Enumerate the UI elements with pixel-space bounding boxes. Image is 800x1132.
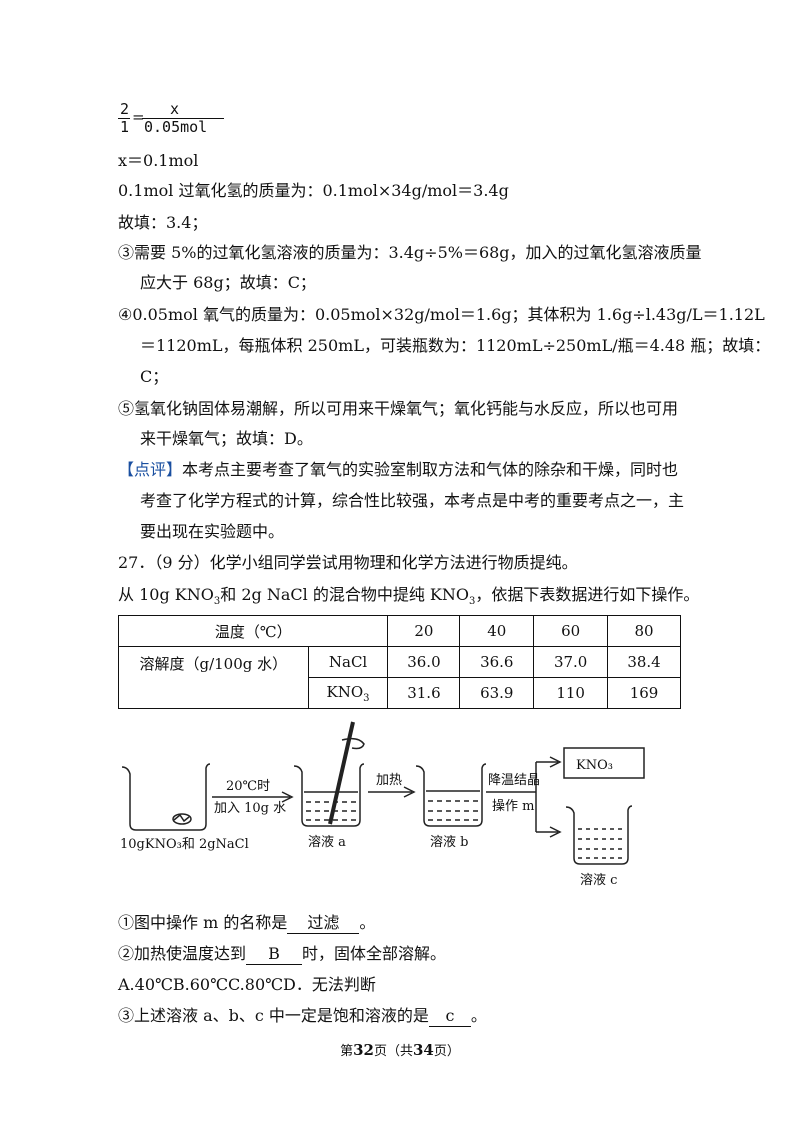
- table-cell: 38.4: [607, 646, 681, 678]
- answer-blank-1: 过滤: [287, 913, 360, 934]
- table-cell: 169: [607, 677, 681, 709]
- label-solution-a: 溶液 a: [308, 835, 346, 850]
- fraction-equals: =: [132, 108, 145, 126]
- table-cell: 31.6: [387, 677, 461, 709]
- stir-arrow: [341, 737, 365, 750]
- page-footer: 第32页（共34页）: [340, 1041, 460, 1059]
- table-row: KNO3 31.6 63.9 110 169: [119, 677, 681, 709]
- table-cell: NaCl: [307, 646, 389, 678]
- solubility-table: 温度（℃） 20 40 60 80 溶解度（g/100g 水） NaCl 36.…: [117, 615, 681, 709]
- comment-line: 要出现在实验题中。: [140, 522, 285, 541]
- table-cell: 80: [607, 615, 681, 647]
- comment-tag: 【点评】: [118, 460, 183, 479]
- text-line: x＝0.1mol: [118, 151, 199, 170]
- fraction-equation: 2 1 = x 0.05mol: [118, 100, 238, 136]
- table-cell: 36.6: [459, 646, 535, 678]
- label-solution-b: 溶液 b: [430, 835, 468, 850]
- question-title: 27．（9 分）化学小组同学尝试用物理和化学方法进行物质提纯。: [118, 553, 578, 572]
- page-number: 32: [353, 1041, 374, 1059]
- fraction-bar-2: [142, 118, 224, 119]
- label-step3-top: 降温结晶: [488, 773, 540, 788]
- text-line: 来干燥氧气；故填：D。: [140, 429, 313, 448]
- table-row: 溶解度（g/100g 水） NaCl 36.0 36.6 37.0 38.4: [118, 646, 681, 709]
- label-step1-top: 20℃时: [226, 779, 270, 794]
- comment-text: 本考点主要考查了氧气的实验室制取方法和气体的除杂和干燥，同时也: [182, 460, 679, 479]
- text-line: ④0.05mol 氧气的质量为：0.05mol×32g/mol＝1.6g；其体积…: [118, 305, 765, 324]
- solid-crystals: [172, 813, 192, 825]
- table-row: 温度（℃） 20 40 60 80: [117, 615, 681, 647]
- text-line: ⑤氢氧化钠固体易潮解，所以可用来干燥氧气；氧化钙能与水反应，所以也可用: [118, 399, 679, 418]
- arrow-step1-head: [281, 791, 294, 803]
- page-total: 34: [413, 1041, 434, 1059]
- comment-line: 考查了化学方程式的计算，综合性比较强，本考点是中考的重要考点之一，主: [140, 491, 685, 510]
- answer-blank-3: c: [428, 1006, 471, 1027]
- arrow-heat-head: [403, 786, 416, 798]
- beaker-solution-a: [293, 721, 365, 827]
- table-header-solubility: 溶解度（g/100g 水）: [118, 646, 309, 709]
- text-line: ＝1120mL，每瓶体积 250mL，可装瓶数为：1120mL÷250mL/瓶＝…: [140, 336, 771, 355]
- text-line: 0.1mol 过氧化氢的质量为：0.1mol×34g/mol＝3.4g: [118, 181, 509, 200]
- fraction-denominator-2: 0.05mol: [144, 118, 208, 136]
- solid-crystals-texture: [173, 813, 190, 823]
- table-cell: 60: [533, 615, 609, 647]
- product-box: [563, 747, 645, 779]
- label-mixture: 10gKNO₃和 2gNaCl: [120, 837, 249, 852]
- table-cell: 20: [387, 615, 461, 647]
- label-heat: 加热: [376, 773, 402, 788]
- question-intro: 从 10g KNO3和 2g NaCl 的混合物中提纯 KNO3，依据下表数据进…: [118, 585, 700, 608]
- beaker-solution-b: [415, 763, 487, 827]
- text-line: ③需要 5%的过氧化氢溶液的质量为：3.4g÷5%＝68g，加入的过氧化氢溶液质…: [118, 243, 702, 262]
- comment-line: 【点评】本考点主要考查了氧气的实验室制取方法和气体的除杂和干燥，同时也: [118, 460, 678, 480]
- table-header-temp: 温度（℃）: [117, 615, 389, 647]
- label-step1-bottom: 加入 10g 水: [214, 801, 286, 816]
- table-cell: 36.0: [387, 646, 461, 678]
- table-cell: KNO3: [307, 677, 389, 709]
- label-solution-c: 溶液 c: [580, 873, 617, 888]
- text-line: C；: [140, 367, 169, 386]
- table-cell: 63.9: [459, 677, 535, 709]
- table-cell: 37.0: [533, 646, 609, 678]
- experiment-diagram: 10gKNO₃和 2gNaCl 20℃时 加入 10g 水 溶液 a 加热 溶液…: [120, 721, 645, 888]
- answer-1: ①图中操作 m 的名称是过滤。: [118, 913, 376, 934]
- fraction-bar-1: [118, 118, 130, 119]
- text-line: 应大于 68g；故填：C；: [140, 273, 316, 292]
- fraction-numerator-2: x: [170, 100, 180, 118]
- glass-rod: [328, 721, 355, 825]
- table-cell: 40: [459, 615, 535, 647]
- text-line: 故填：3.4；: [118, 213, 208, 232]
- fraction-denominator-1: 1: [120, 118, 130, 136]
- beaker-solution-c: [565, 805, 633, 865]
- label-product: KNO₃: [576, 758, 613, 773]
- table-cell: 110: [533, 677, 609, 709]
- fraction-numerator-1: 2: [120, 100, 130, 118]
- answer-blank-2: B: [246, 944, 303, 965]
- answer-options: A.40℃B.60℃C.80℃D．无法判断: [118, 975, 376, 994]
- beaker-mixture: [121, 763, 211, 831]
- label-step3-bottom: 操作 m: [492, 798, 534, 814]
